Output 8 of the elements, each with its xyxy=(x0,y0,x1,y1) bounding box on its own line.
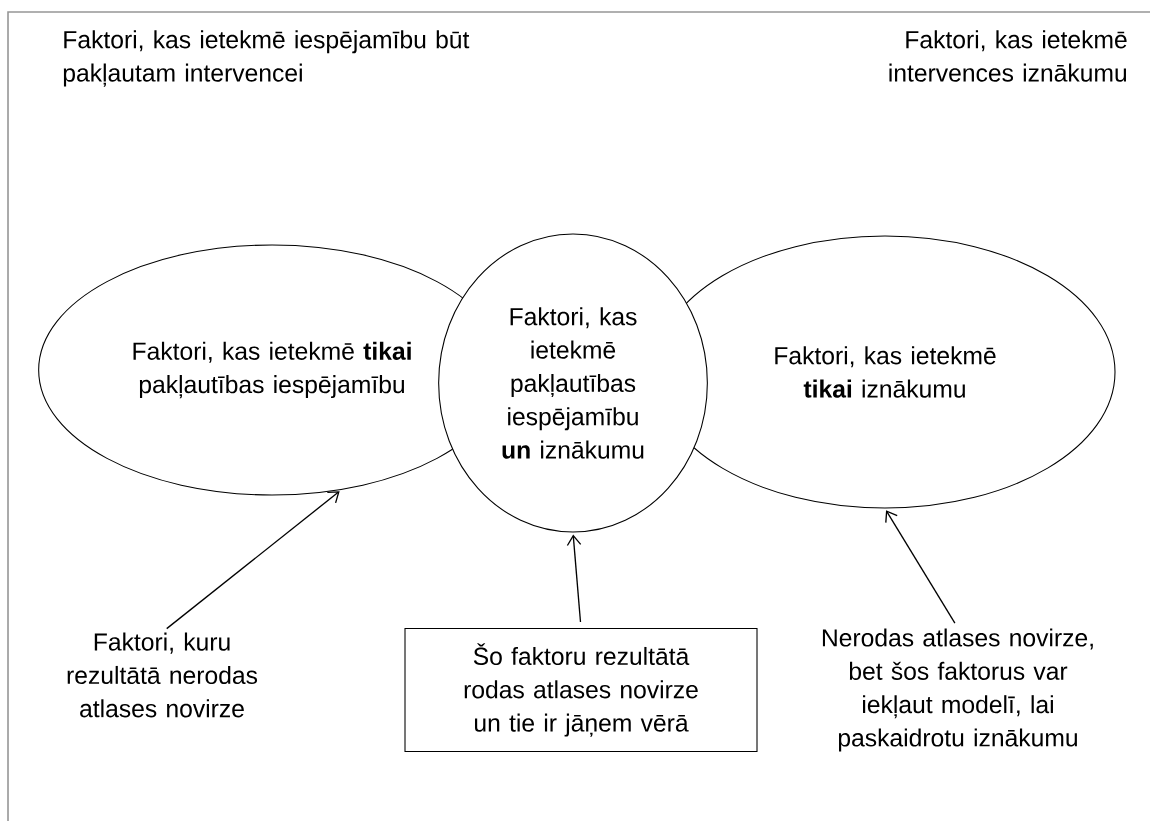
heading-text: Faktori, kas ietekmē iespējamību būt pakļautam intervencei xyxy=(63,30,470,87)
caption-text: Faktori, kuru rezultātā nerodas atlases novirze xyxy=(67,632,258,718)
caption-text: Nerodas atlases novirze, bet šos faktorus var iekļaut modelī, lai paskaidrotu iznākumu xyxy=(822,628,1093,752)
arrow xyxy=(166,491,340,630)
arrow xyxy=(566,534,582,623)
arrow xyxy=(885,510,956,624)
heading-text: Faktori, kas ietekmē intervences iznākumu xyxy=(889,30,1127,82)
text-box: Šo faktoru rezultātā rodas atlases novirze un tie ir jāņem vērā xyxy=(404,627,758,753)
